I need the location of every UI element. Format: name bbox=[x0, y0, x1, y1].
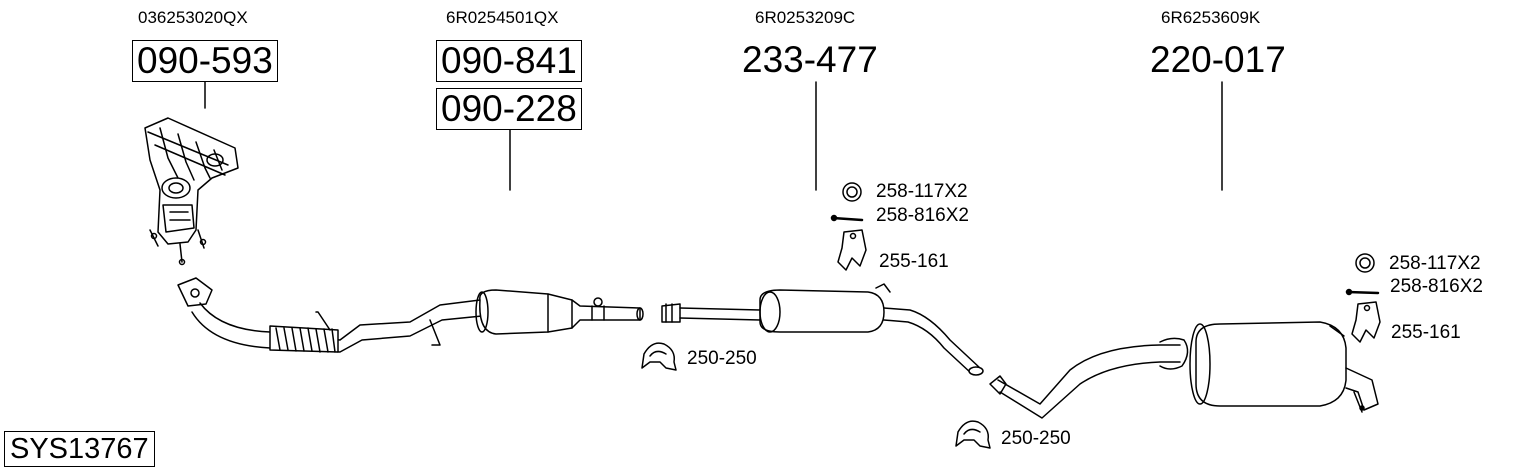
bolt-icon bbox=[1345, 288, 1380, 296]
hardware-bolt-label-1[interactable]: 258-816X2 bbox=[876, 205, 969, 226]
hanger-icon bbox=[837, 229, 867, 271]
part-number-middle-silencer[interactable]: 233-477 bbox=[742, 39, 878, 80]
part-number-catalyst-1[interactable]: 090-841 bbox=[436, 40, 582, 82]
hardware-clamp-label-1[interactable]: 250-250 bbox=[687, 348, 757, 369]
hardware-ring-label-1[interactable]: 258-117X2 bbox=[876, 181, 968, 202]
hardware-bolt-label-2[interactable]: 258-816X2 bbox=[1390, 276, 1483, 297]
manifold-icon bbox=[144, 117, 239, 266]
oem-code-catalyst: 6R0254501QX bbox=[446, 8, 559, 27]
hardware-ring-label-2[interactable]: 258-117X2 bbox=[1389, 253, 1481, 274]
clamp-icon bbox=[641, 342, 677, 371]
oem-code-manifold: 036253020QX bbox=[138, 8, 248, 27]
catalyst-icon bbox=[475, 289, 644, 335]
part-number-rear-silencer[interactable]: 220-017 bbox=[1150, 39, 1286, 80]
ring-icon bbox=[1355, 253, 1375, 273]
oem-code-middle-silencer: 6R0253209C bbox=[755, 8, 856, 27]
rear-silencer-icon bbox=[989, 321, 1379, 419]
clamp-icon bbox=[955, 420, 991, 449]
ring-icon bbox=[842, 182, 862, 202]
part-number-manifold[interactable]: 090-593 bbox=[132, 40, 278, 82]
middle-silencer-icon bbox=[661, 283, 984, 376]
bolt-icon bbox=[830, 214, 864, 222]
part-number-catalyst-2[interactable]: 090-228 bbox=[436, 88, 582, 130]
front-pipe-icon bbox=[177, 277, 483, 353]
oem-code-rear-silencer: 6R6253609K bbox=[1161, 8, 1261, 27]
hardware-clamp-label-2[interactable]: 250-250 bbox=[1001, 428, 1071, 449]
hardware-hanger-label-2[interactable]: 255-161 bbox=[1391, 322, 1461, 343]
hardware-hanger-label-1[interactable]: 255-161 bbox=[879, 251, 949, 272]
system-id: SYS13767 bbox=[4, 431, 155, 467]
hanger-icon bbox=[1351, 301, 1381, 343]
